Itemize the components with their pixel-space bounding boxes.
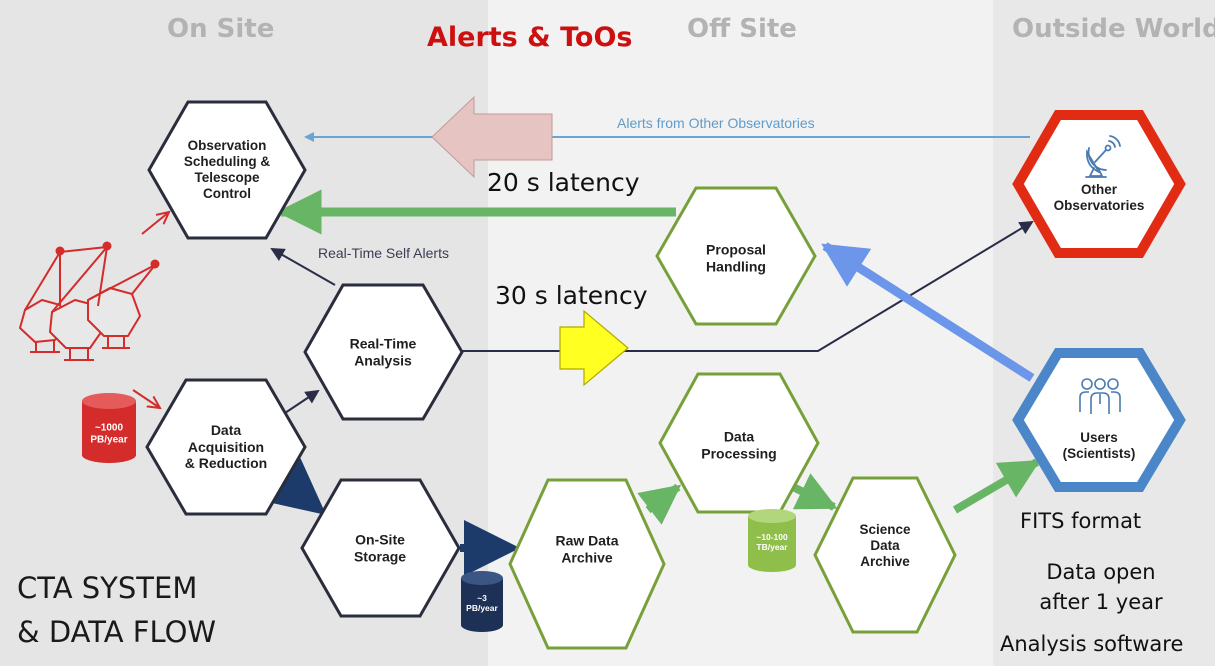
- on-site-rate-label: ~3 PB/year: [466, 593, 498, 613]
- alerts-toos-title: Alerts & ToOs: [427, 22, 633, 53]
- thirty-second-latency-label: 30 s latency: [495, 281, 648, 310]
- real-time-self-alerts-label: Real-Time Self Alerts: [318, 245, 449, 261]
- satellite-dish-icon: [1085, 135, 1121, 178]
- telescope-feed-dots: [55, 241, 160, 269]
- acquisition-to-storage-arrow: [265, 458, 327, 516]
- data-open-note: Data open after 1 year: [1039, 560, 1163, 615]
- on-site-storage-label: On-Site Storage: [353, 531, 407, 564]
- telescope-array-icon: [19, 246, 156, 361]
- science-rate-database-icon: [748, 509, 796, 572]
- acquisition-to-realtime-line: [284, 389, 320, 414]
- other-observatories-label: Other Observatories: [1053, 182, 1145, 213]
- users-to-proposal-arrow: [821, 242, 1035, 382]
- proposal-handling-label: Proposal Handling: [706, 241, 766, 274]
- processing-to-science-arrow: [791, 473, 838, 511]
- alerts-from-other-label: Alerts from Other Observatories: [617, 115, 815, 131]
- other-observatories-hexagon: [1012, 110, 1186, 258]
- off-site-title: Off Site: [687, 14, 797, 44]
- telescope-to-acquisition-arrow: [132, 389, 160, 408]
- science-data-archive-label: Science Data Archive: [859, 522, 911, 569]
- user-group-icon: [1079, 378, 1121, 414]
- proposal-handling-hexagon: [655, 186, 817, 326]
- data-acquisition-hexagon: [145, 378, 307, 516]
- system-title-line1: CTA SYSTEM: [17, 571, 198, 605]
- users-hexagon: [1012, 348, 1186, 492]
- real-time-analysis-label: Real-Time Analysis: [349, 335, 417, 368]
- raw-data-archive-hexagon: [508, 478, 666, 650]
- fits-format-note: FITS format: [1020, 509, 1142, 533]
- users-label: Users (Scientists): [1062, 430, 1136, 461]
- data-processing-hexagon: [658, 372, 820, 514]
- on-site-storage-hexagon: [300, 478, 461, 618]
- telescope-to-control-arrow: [141, 212, 169, 235]
- raw-to-processing-arrow: [637, 483, 682, 525]
- observation-scheduling-hexagon: [147, 100, 307, 240]
- science-data-archive-hexagon: [813, 476, 957, 634]
- analysis-software-note: Analysis software: [1000, 632, 1184, 656]
- thirty-second-latency-block-arrow: [559, 309, 629, 387]
- camera-rate-database-icon: [82, 393, 136, 463]
- real-time-analysis-hexagon: [303, 283, 464, 421]
- science-rate-label: ~10-100 TB/year: [756, 532, 788, 552]
- camera-rate-label: ~1000 PB/year: [90, 422, 128, 446]
- alerts-inflow-block-arrow: [431, 95, 553, 179]
- data-acquisition-label: Data Acquisition & Reduction: [184, 422, 268, 472]
- data-processing-label: Data Processing: [701, 428, 777, 461]
- real-time-self-alerts-line: [270, 248, 336, 286]
- on-site-rate-database-icon: [461, 571, 503, 632]
- observation-scheduling-label: Observation Scheduling & Telescope Contr…: [183, 138, 271, 201]
- system-title-line2: & DATA FLOW: [17, 615, 217, 649]
- science-to-users-arrow: [952, 458, 1041, 514]
- raw-data-archive-label: Raw Data Archive: [555, 532, 619, 565]
- on-site-title: On Site: [167, 14, 275, 44]
- twenty-second-latency-label: 20 s latency: [487, 168, 640, 197]
- outside-world-title: Outside World: [1012, 14, 1215, 44]
